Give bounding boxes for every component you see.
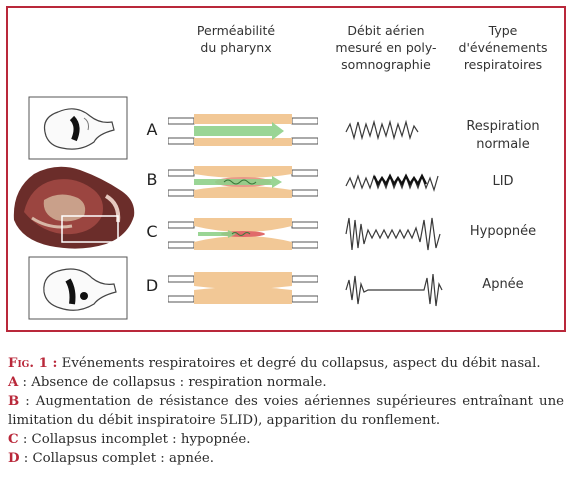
caption-text-b: : Augmentation de résistance des voies a… (8, 394, 564, 428)
caption-letter-b: B (8, 394, 20, 409)
head-sketch-lower (28, 256, 128, 320)
caption-item-d: D : Collapsus complet : apnée. (8, 449, 564, 468)
caption-item-a: A : Absence de collapsus : respiration n… (8, 373, 564, 392)
header-event-type: Type d'événements respiratoires (458, 23, 548, 72)
row-letter-b: B (146, 170, 158, 189)
pharynx-diagram-b (168, 166, 318, 198)
header-airflow: Débit aérien mesuré en poly- somnographi… (335, 23, 437, 72)
airflow-trace-a (345, 119, 419, 141)
caption-figure-label: Fig. 1 : (8, 356, 58, 371)
caption-text-a: : Absence de collapsus : respiration nor… (18, 375, 327, 390)
airflow-trace-d (345, 273, 443, 307)
caption-letter-a: A (8, 375, 19, 390)
caption-text-c: : Collapsus incomplet : hypopnée. (18, 432, 251, 447)
head-sketch-upper (28, 96, 128, 160)
caption-text-d: : Collapsus complet : apnée. (19, 451, 214, 466)
figure-caption: Fig. 1 : Evénements respiratoires et deg… (8, 354, 564, 468)
airway-anatomy-image (13, 166, 135, 249)
caption-item-b: B : Augmentation de résistance des voies… (8, 392, 564, 430)
pharynx-diagram-d (168, 272, 318, 304)
event-label-hypopnea: Hypopnée (469, 224, 537, 239)
row-letter-c: C (146, 222, 158, 241)
row-letter-d: D (145, 276, 159, 295)
event-label-lid: LID (492, 174, 514, 189)
caption-title-line: Fig. 1 : Evénements respiratoires et deg… (8, 354, 564, 373)
caption-item-c: C : Collapsus incomplet : hypopnée. (8, 430, 564, 449)
pharynx-diagram-a (168, 114, 318, 146)
figure-frame: Perméabilité du pharynx Débit aérien mes… (6, 6, 566, 332)
caption-figure-text: Evénements respiratoires et degré du col… (57, 356, 541, 371)
caption-letter-d: D (8, 451, 20, 466)
pharynx-diagram-c (168, 218, 318, 250)
airflow-trace-b (345, 173, 439, 193)
caption-letter-c: C (8, 432, 19, 447)
airflow-trace-c (345, 217, 441, 251)
event-label-apnea: Apnée (482, 277, 524, 292)
row-letter-a: A (146, 120, 158, 139)
event-label-normal-breathing: Respiration normale (466, 119, 540, 152)
header-pharynx-permeability: Perméabilité du pharynx (196, 23, 276, 55)
